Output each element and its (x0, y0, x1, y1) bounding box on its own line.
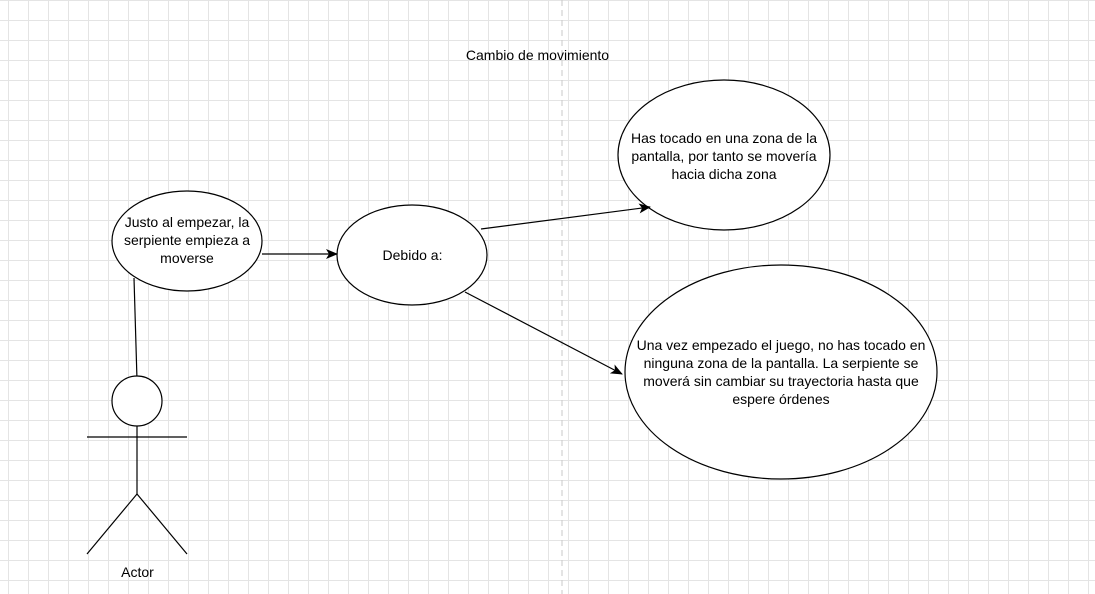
use-case-start[interactable] (111, 190, 263, 292)
arrow-because-to-not-touched (464, 291, 623, 375)
actor-label: Actor (121, 564, 154, 580)
actor-association-line (133, 277, 138, 381)
arrow-because-to-touched (480, 203, 651, 230)
diagram-title: Cambio de movimiento (465, 47, 610, 63)
actor-figure[interactable] (86, 375, 188, 555)
use-case-start-label: Justo al empezar, la serpiente empieza a… (123, 214, 251, 266)
actor-right-leg (136, 493, 188, 555)
use-case-because-label: Debido a: (382, 247, 443, 263)
use-case-not-touched[interactable] (624, 264, 938, 480)
use-case-touched[interactable] (617, 79, 831, 231)
use-case-touched-label: Has tocado en una zona de la pantalla, p… (630, 130, 818, 182)
actor-left-leg (86, 493, 138, 555)
use-case-not-touched-label: Una vez empezado el juego, no has tocado… (636, 337, 926, 407)
actor-head (111, 375, 163, 427)
